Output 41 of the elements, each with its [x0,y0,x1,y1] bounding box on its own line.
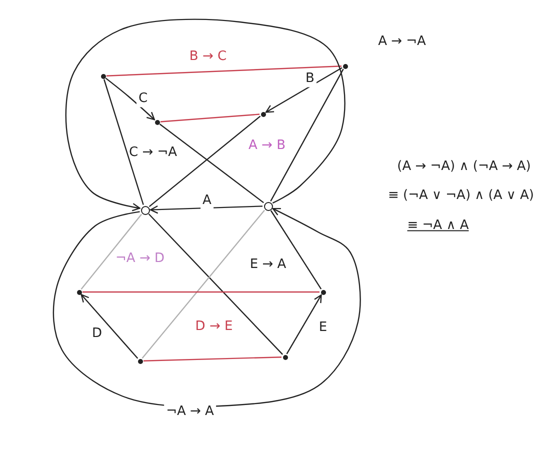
arrow [80,294,138,359]
formula-line: ≡ ¬A ∧ A [407,218,469,234]
region-label: ¬A → D [116,251,164,267]
vertex-dot [76,290,82,294]
open-vertex [140,206,150,214]
region-label: A → B [248,138,286,154]
line [160,114,260,122]
arrow [52,208,361,408]
region-label: E → A [250,257,286,273]
line [148,116,261,207]
line [82,291,320,293]
formula-line: ≡ (¬A ∨ ¬A) ∧ (A ∨ A) [388,188,534,204]
formula-line: (A → ¬A) ∧ (¬A → A) [397,159,531,175]
open-vertex [264,202,272,210]
vertex-dot [154,120,160,124]
arrow [286,294,322,354]
line [159,124,264,204]
line [270,68,344,202]
region-label: C → ¬A [128,145,178,161]
vertex-dot [138,358,142,364]
region-label: D → E [195,319,233,335]
line [143,356,282,362]
vertex-dot [342,64,348,68]
region-label: B → C [189,49,227,65]
arrow [65,18,346,212]
line [106,66,342,76]
vertex-dot [100,74,106,78]
edge-label: B [304,71,316,87]
line [80,214,142,290]
arrow [265,67,342,113]
line [148,214,284,355]
edge-label: C [136,91,150,107]
line [270,210,322,290]
line [103,79,144,205]
line [142,210,265,359]
vertex-dot [282,354,288,360]
edge-label: A [200,193,214,209]
arrow [150,205,263,214]
arrow [105,78,155,120]
vertex-dot [320,290,326,294]
vertex-dot [260,112,266,116]
